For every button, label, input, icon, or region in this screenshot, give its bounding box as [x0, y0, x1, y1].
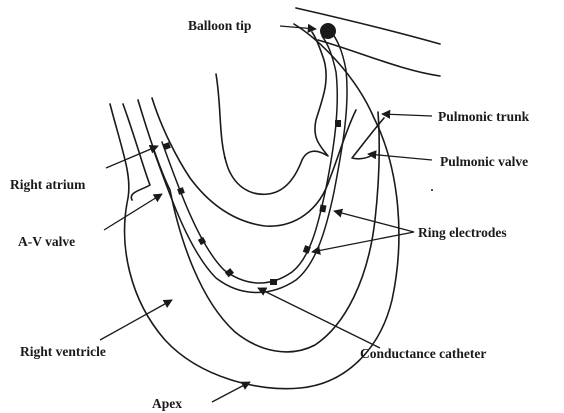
ring-electrode [270, 279, 277, 285]
arrow-av-valve [104, 194, 162, 230]
catheter-inner-line [162, 36, 337, 283]
catheter-outer-line [152, 30, 347, 293]
ring-electrode [177, 187, 185, 195]
label-conductance-catheter: Conductance catheter [360, 346, 486, 361]
infundibulum-wall [216, 32, 328, 194]
ring-electrode [335, 120, 341, 127]
pulmonic-trunk-upper-wall [296, 8, 440, 44]
label-pulmonic-trunk: Pulmonic trunk [438, 109, 530, 124]
label-right-ventricle: Right ventricle [20, 344, 106, 359]
stray-mark [431, 189, 433, 191]
arrow-pulmonic-valve [368, 154, 432, 160]
stray-mark [224, 157, 226, 159]
arrow-conductance-catheter [258, 288, 380, 348]
label-balloon-tip: Balloon tip [188, 18, 251, 33]
balloon-tip-icon [320, 23, 336, 39]
arrow-apex [212, 382, 250, 402]
label-right-atrium: Right atrium [10, 177, 86, 192]
label-ring-electrodes: Ring electrodes [418, 225, 507, 240]
label-pulmonic-valve: Pulmonic valve [440, 154, 528, 169]
outer-heart-wall [110, 24, 399, 389]
arrow-right-atrium [106, 146, 158, 168]
arrow-pulmonic-trunk [382, 114, 432, 116]
right-atrium-wall [123, 104, 150, 200]
label-av-valve: A-V valve [18, 234, 75, 249]
ring-electrode [319, 205, 326, 213]
arrow-right-ventricle [100, 300, 172, 340]
label-apex: Apex [152, 396, 182, 411]
